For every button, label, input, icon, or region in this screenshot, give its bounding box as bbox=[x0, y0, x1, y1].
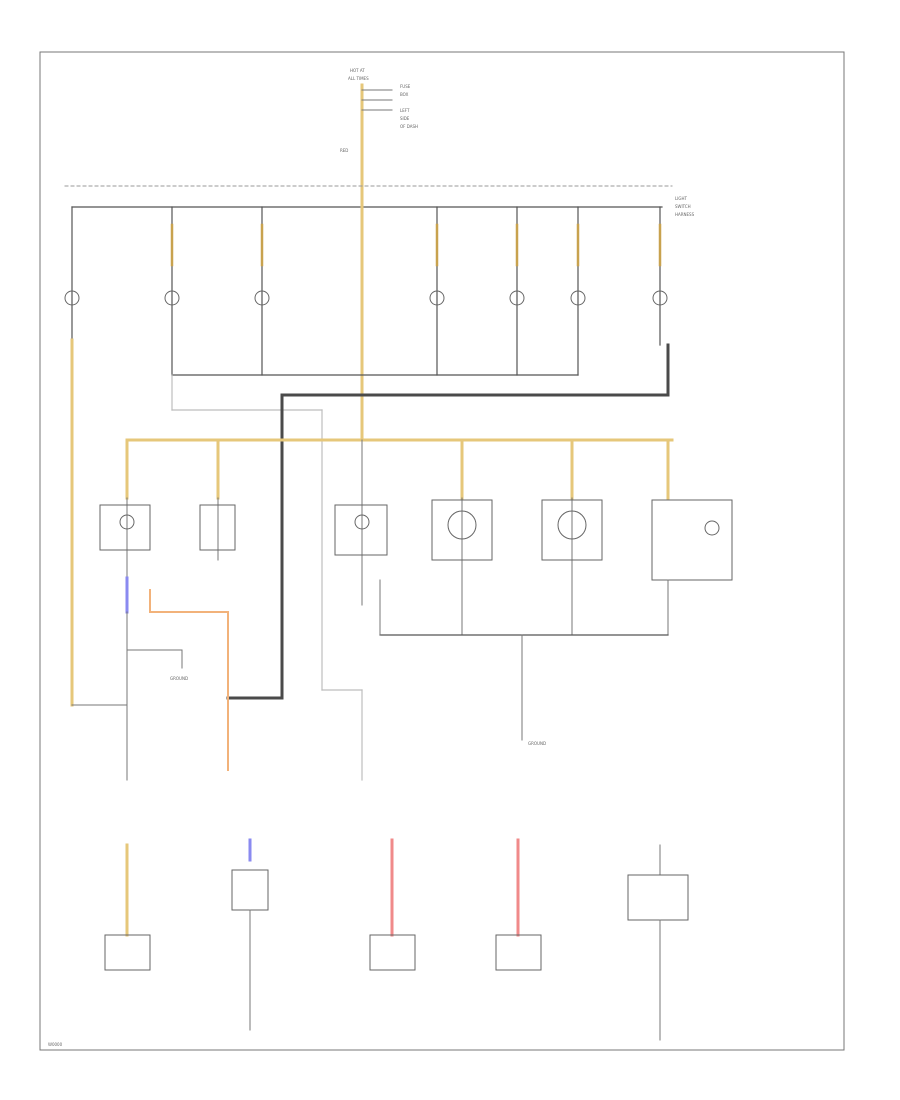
svg-text:SWITCH: SWITCH bbox=[675, 204, 691, 209]
svg-text:GROUND: GROUND bbox=[528, 741, 546, 746]
svg-text:ALL TIMES: ALL TIMES bbox=[348, 76, 369, 81]
svg-text:HOT AT: HOT AT bbox=[350, 68, 365, 73]
svg-text:SIDE: SIDE bbox=[400, 116, 410, 121]
svg-text:HARNESS: HARNESS bbox=[675, 212, 695, 217]
bottom-component-row bbox=[104, 838, 689, 1041]
svg-text:LIGHT: LIGHT bbox=[675, 196, 688, 201]
middle-lamp-row bbox=[99, 438, 733, 706]
upper-lamp-row bbox=[64, 193, 668, 707]
page-label: W0000 bbox=[48, 1042, 63, 1047]
orange-wire bbox=[149, 589, 229, 771]
svg-text:FUSE: FUSE bbox=[400, 84, 411, 89]
svg-text:BOX: BOX bbox=[400, 92, 409, 97]
svg-text:GROUND: GROUND bbox=[170, 676, 188, 681]
svg-text:RED: RED bbox=[340, 148, 348, 153]
dark-ground-wire bbox=[226, 343, 670, 700]
svg-text:LEFT: LEFT bbox=[400, 108, 410, 113]
svg-text:OF DASH: OF DASH bbox=[400, 124, 418, 129]
diagram-frame bbox=[39, 51, 845, 1051]
top-feed: HOT AT ALL TIMES FUSE BOX LEFT SIDE OF D… bbox=[340, 68, 418, 197]
